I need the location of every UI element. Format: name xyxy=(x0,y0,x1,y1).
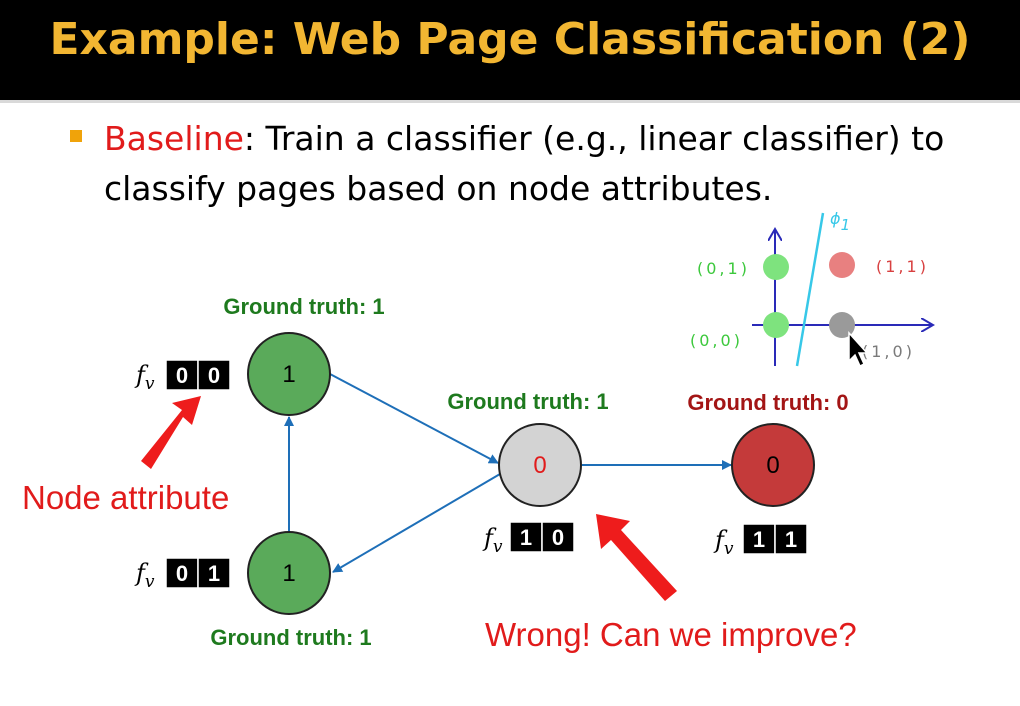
node-label: 0 xyxy=(766,452,779,479)
feature-cell xyxy=(165,359,199,391)
feature-symbol: fv xyxy=(482,524,503,557)
node-bottom-left: 1 Ground truth: 1 fv 0 1 xyxy=(134,531,372,650)
feature-value: 1 xyxy=(753,527,765,552)
decision-boundary-sketch: ϕ1 (0,1) (1,1) (0,0) (1,0) xyxy=(690,209,933,368)
feature-cell xyxy=(742,523,776,555)
ground-truth-label: Ground truth: 1 xyxy=(223,294,384,319)
node-middle: 0 Ground truth: 1 fv 1 0 xyxy=(447,389,608,557)
point-0-0 xyxy=(763,312,789,338)
feature-value: 0 xyxy=(552,525,564,550)
node-label: 1 xyxy=(282,560,295,587)
feature-value: 0 xyxy=(176,363,188,388)
feature-value: 1 xyxy=(208,561,220,586)
bullet-body: : Train a classifier (e.g., linear class… xyxy=(104,119,945,208)
phi-label: ϕ1 xyxy=(830,209,850,234)
edge-top-left-to-middle xyxy=(329,373,499,464)
wrong-label: Wrong! Can we improve? xyxy=(485,616,857,653)
node-circle xyxy=(247,531,331,615)
red-arrow-icon xyxy=(141,396,201,469)
label-1-1: (1,1) xyxy=(876,257,929,276)
node-label: 0 xyxy=(533,452,546,479)
node-right: 0 Ground truth: 0 fv 1 1 xyxy=(687,390,848,559)
node-circle xyxy=(498,423,582,507)
node-circle xyxy=(731,423,815,507)
bullet-marker xyxy=(70,130,82,142)
feature-value: 1 xyxy=(520,525,532,550)
node-label: 1 xyxy=(282,361,295,388)
edge-middle-to-bottom-left xyxy=(332,473,501,573)
feature-vector: fv 0 1 xyxy=(134,557,231,592)
point-0-1 xyxy=(763,254,789,280)
feature-symbol: fv xyxy=(134,559,155,592)
label-0-1: (0,1) xyxy=(697,259,750,278)
wrong-callout: Wrong! Can we improve? xyxy=(485,514,857,653)
ground-truth-label: Ground truth: 1 xyxy=(447,389,608,414)
node-circle xyxy=(247,332,331,416)
title-divider xyxy=(0,100,1020,103)
feature-cell xyxy=(165,557,199,589)
feature-value: 0 xyxy=(176,561,188,586)
ground-truth-label: Ground truth: 1 xyxy=(210,625,371,650)
bullet-keyword: Baseline xyxy=(104,119,244,158)
feature-cell xyxy=(541,521,575,553)
feature-vector: fv 1 1 xyxy=(713,523,808,559)
feature-cell xyxy=(509,521,543,553)
feature-cell xyxy=(197,557,231,589)
node-attribute-label: Node attribute xyxy=(22,479,229,516)
node-attribute-callout: Node attribute xyxy=(22,396,229,516)
bullet-text: Baseline: Train a classifier (e.g., line… xyxy=(104,114,1014,214)
feature-value: 1 xyxy=(785,527,797,552)
graph-edges xyxy=(284,373,732,573)
feature-cell xyxy=(774,523,808,555)
point-1-1 xyxy=(829,252,855,278)
ground-truth-label: Ground truth: 0 xyxy=(687,390,848,415)
feature-value: 0 xyxy=(208,363,220,388)
mouse-cursor-icon xyxy=(848,331,869,368)
feature-cell xyxy=(197,359,231,391)
feature-symbol: fv xyxy=(713,526,734,559)
label-1-0: (1,0) xyxy=(862,342,915,361)
node-top-left: 1 Ground truth: 1 fv 0 0 xyxy=(134,294,385,416)
feature-vector: fv 1 0 xyxy=(482,521,575,557)
point-1-0 xyxy=(829,312,855,338)
label-0-0: (0,0) xyxy=(690,331,743,350)
title-bar: Example: Web Page Classification (2) xyxy=(0,0,1020,100)
slide-title: Example: Web Page Classification (2) xyxy=(49,14,971,65)
red-arrow-icon xyxy=(596,514,677,601)
feature-vector: fv 0 0 xyxy=(134,359,231,394)
decision-boundary-line xyxy=(795,212,825,367)
feature-symbol: fv xyxy=(134,361,155,394)
